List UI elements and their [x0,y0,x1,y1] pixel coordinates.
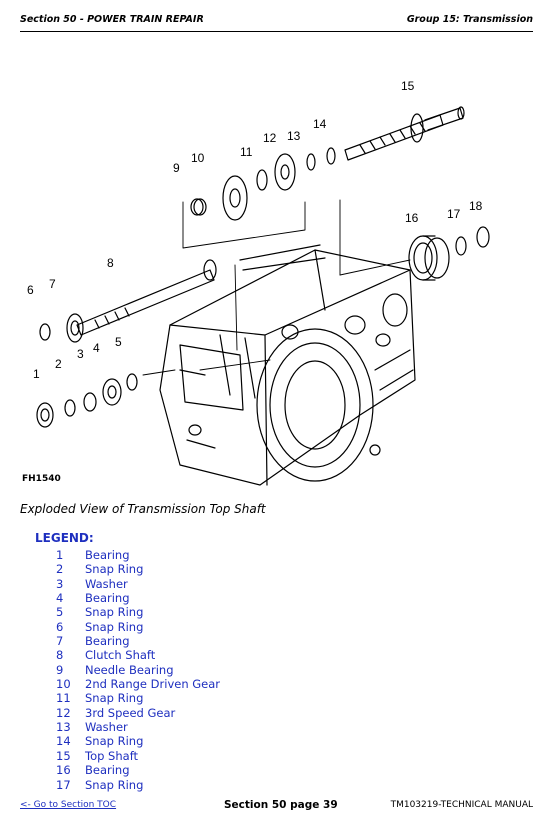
legend-num: 10 [56,677,71,692]
legend-desc: Top Shaft [85,748,139,763]
legend-desc: Snap Ring [85,562,144,577]
top-shaft [344,106,465,161]
callout-13: 13 [287,129,301,143]
legend-num: 6 [56,619,64,634]
legend-num: 8 [56,648,64,663]
legend-num: 13 [56,720,71,735]
manual-id: TM103219-TECHNICAL MANUAL [390,800,533,810]
legend-item: 6 Snap Ring [56,620,356,634]
legend-item: 16 Bearing [56,763,356,777]
legend-desc: Clutch Shaft [85,648,156,663]
callout-15: 15 [401,79,415,93]
legend-num: 5 [56,605,64,620]
callout-4: 4 [93,341,100,355]
section-title: Section 50 - POWER TRAIN REPAIR [20,14,204,25]
legend-title: LEGEND: [35,531,94,545]
callout-1: 1 [33,367,40,381]
callout-9: 9 [173,161,180,175]
callout-16: 16 [405,211,419,225]
upper-gear-stack [190,147,336,221]
legend-item: 8 Clutch Shaft [56,648,356,662]
legend-desc: Washer [85,576,128,591]
legend-item: 2 Snap Ring [56,562,356,576]
callout-8: 8 [107,256,114,270]
legend-item: 12 3rd Speed Gear [56,706,356,720]
legend-num: 15 [56,748,71,763]
legend-item: 7 Bearing [56,634,356,648]
legend-desc: Snap Ring [85,605,144,620]
page-footer: <- Go to Section TOC Section 50 page 39 … [20,799,533,814]
legend-item: 5 Snap Ring [56,605,356,619]
callout-5: 5 [115,335,122,349]
legend-desc: Bearing [85,548,130,562]
legend-num: 11 [56,691,71,706]
callout-7: 7 [49,277,56,291]
leader-lines [142,199,411,376]
callout-6: 6 [27,283,34,297]
legend-desc: Snap Ring [85,691,144,706]
legend-num: 12 [56,705,71,720]
legend-num: 7 [56,634,64,649]
legend-desc: 2nd Range Driven Gear [85,677,221,692]
legend-desc: Washer [85,720,128,735]
legend-num: 9 [56,662,64,677]
legend-num: 17 [56,777,71,792]
section-toc-link[interactable]: <- Go to Section TOC [20,800,117,810]
legend-desc: Snap Ring [85,777,144,792]
group-title: Group 15: Transmission [406,14,533,25]
legend-num: 4 [56,591,64,606]
legend-desc: Snap Ring [85,734,144,749]
legend-num: 16 [56,763,71,778]
page-number: Section 50 page 39 [224,799,338,811]
legend-item: 11 Snap Ring [56,691,356,705]
transmission-housing [159,244,416,486]
legend-num: 1 [56,548,64,562]
figure-caption: Exploded View of Transmission Top Shaft [20,502,266,516]
legend-desc: 3rd Speed Gear [85,705,176,720]
legend-num: 3 [56,576,64,591]
callout-18: 18 [469,199,483,213]
legend-num: 14 [56,734,71,749]
legend-desc: Bearing [85,763,130,778]
clutch-shaft [39,259,217,343]
legend-desc: Bearing [85,634,130,649]
callout-2: 2 [55,357,62,371]
exploded-view-diagram: 1 2 3 4 5 6 7 8 9 10 11 12 13 14 15 16 1… [27,79,490,486]
legend-item: 13 Washer [56,720,356,734]
legend-item: 1 Bearing [56,548,356,562]
callout-14: 14 [313,117,327,131]
legend-item: 9 Needle Bearing [56,663,356,677]
legend-item: 15 Top Shaft [56,749,356,763]
right-bearing-stack [408,226,490,281]
callout-17: 17 [447,207,461,221]
callout-10: 10 [191,151,205,165]
page-header: Section 50 - POWER TRAIN REPAIR Group 15… [20,14,533,32]
legend-item: 10 2nd Range Driven Gear [56,677,356,691]
legend-item: 4 Bearing [56,591,356,605]
callout-11: 11 [240,145,253,159]
legend-item: 14 Snap Ring [56,734,356,748]
legend-num: 2 [56,562,64,577]
legend-desc: Needle Bearing [85,662,174,677]
header-rule [20,31,533,32]
legend-desc: Snap Ring [85,619,144,634]
lower-bearing-stack [36,373,138,428]
legend-desc: Bearing [85,591,130,606]
legend-item: 3 Washer [56,577,356,591]
figure-id: FH1540 [22,474,61,484]
legend-item: 17 Snap Ring [56,778,356,792]
callout-12: 12 [263,131,277,145]
callout-3: 3 [77,347,84,361]
